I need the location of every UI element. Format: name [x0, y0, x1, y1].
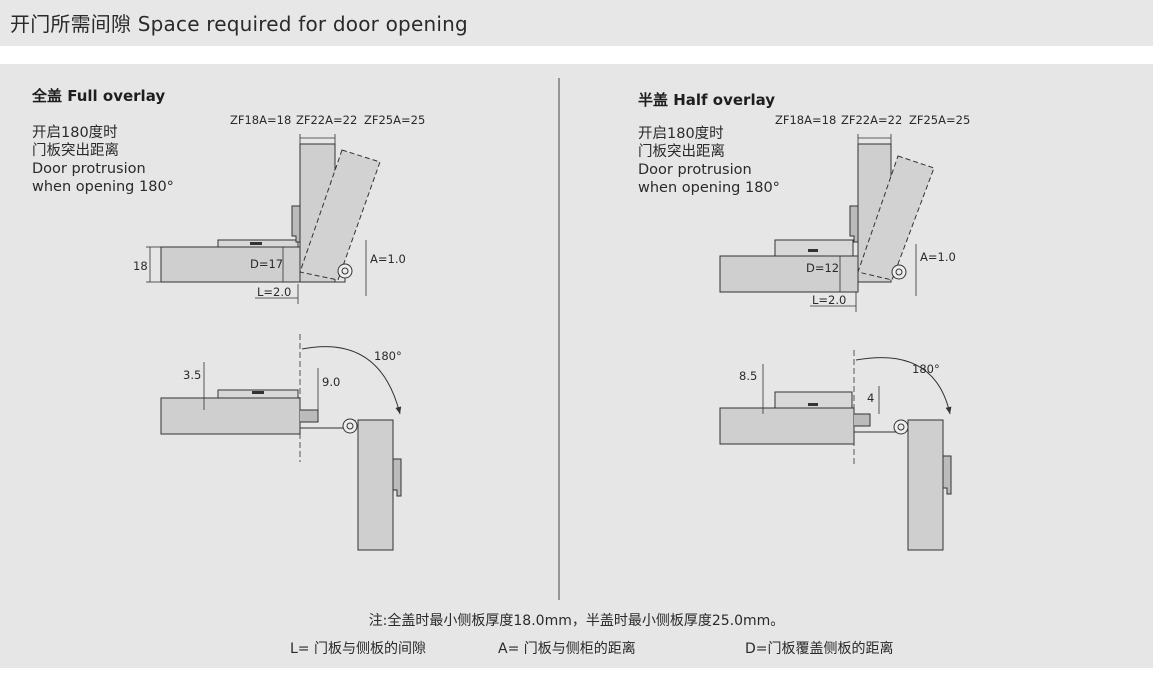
half-overlay-title: 半盖 Half overlay	[638, 91, 775, 109]
half-door-open-ghost	[857, 155, 935, 281]
full-plate-slot	[250, 242, 262, 245]
legend-A: A= 门板与侧柜的距离	[498, 641, 636, 657]
full-dim-L: L=2.0	[257, 285, 291, 299]
full-desc-line-2: 门板突出距离	[32, 141, 119, 159]
half-hinge-arm	[849, 205, 859, 243]
half-dim-angle: 180°	[912, 362, 940, 376]
half-desc-line-2: 门板突出距离	[638, 142, 725, 160]
half-dim-D: D=12	[806, 261, 839, 275]
half-side-panel	[719, 255, 859, 293]
full-side-panel-open	[160, 397, 301, 435]
full-dim-3-5: 3.5	[183, 368, 201, 382]
full-bottom-drawing: 180° 3.5 9.0	[160, 334, 402, 551]
half-hinge-pivot	[891, 264, 907, 280]
half-pivot-open	[893, 419, 909, 435]
half-mount-plate-open	[774, 391, 853, 409]
half-bottom-drawing: 180° 8.5 4	[719, 350, 952, 551]
full-overlay-title: 全盖 Full overlay	[31, 87, 165, 105]
full-door-open	[357, 419, 394, 551]
full-desc-line-4: when opening 180°	[32, 179, 174, 195]
half-model-zf22a: ZF22A=22	[841, 113, 902, 127]
footer-note: 注:全盖时最小侧板厚度18.0mm，半盖时最小侧板厚度25.0mm。	[368, 613, 785, 629]
full-dim-angle: 180°	[374, 349, 402, 363]
full-overlay-section: 全盖 Full overlay 开启180度时 门板突出距离 Door prot…	[31, 87, 425, 551]
full-dim-A: A=1.0	[370, 252, 406, 266]
half-dim-4: 4	[867, 391, 874, 405]
legend-L: L= 门板与侧板的间隙	[290, 641, 426, 657]
full-hinge-pivot	[337, 263, 353, 279]
half-model-zf25a: ZF25A=25	[909, 113, 970, 127]
full-hinge-arm	[291, 205, 301, 243]
full-top-drawing: 18 D=17 A=1.0 L=2.0	[133, 134, 406, 304]
full-desc-line-3: Door protrusion	[32, 161, 146, 177]
half-overlay-section: 半盖 Half overlay 开启180度时 门板突出距离 Door prot…	[638, 91, 970, 551]
full-model-zf18a: ZF18A=18	[230, 113, 291, 127]
full-dim-18: 18	[133, 259, 148, 273]
half-mount-plate	[774, 239, 854, 257]
half-dim-8-5: 8.5	[739, 369, 757, 383]
legend-D: D=门板覆盖侧板的距离	[745, 641, 894, 657]
half-door-open	[907, 419, 944, 551]
full-door-open-ghost	[299, 149, 381, 281]
half-dim-A: A=1.0	[920, 250, 956, 264]
half-top-drawing: D=12 A=1.0 L=2.0	[719, 134, 956, 312]
hinge-diagram: 全盖 Full overlay 开启180度时 门板突出距离 Door prot…	[31, 78, 970, 600]
page-title: 开门所需间隙 Space required for door opening	[10, 12, 468, 36]
half-dim-L: L=2.0	[812, 293, 846, 307]
full-rotation-arc	[301, 346, 402, 415]
full-pivot-open	[342, 418, 358, 434]
full-dim-9-0: 9.0	[322, 375, 340, 389]
full-dim-D: D=17	[250, 257, 283, 271]
full-model-zf25a: ZF25A=25	[364, 113, 425, 127]
half-desc-line-1: 开启180度时	[638, 125, 724, 142]
half-model-zf18a: ZF18A=18	[775, 113, 836, 127]
half-side-panel-open	[719, 407, 855, 445]
header-bar: 开门所需间隙 Space required for door opening	[0, 0, 1153, 46]
full-model-zf22a: ZF22A=22	[296, 113, 357, 127]
diagram-panel: 全盖 Full overlay 开启180度时 门板突出距离 Door prot…	[0, 64, 1153, 668]
half-desc-line-4: when opening 180°	[638, 180, 780, 196]
full-desc-line-1: 开启180度时	[32, 124, 118, 141]
half-desc-line-3: Door protrusion	[638, 162, 752, 178]
half-rotation-arc	[855, 357, 952, 415]
